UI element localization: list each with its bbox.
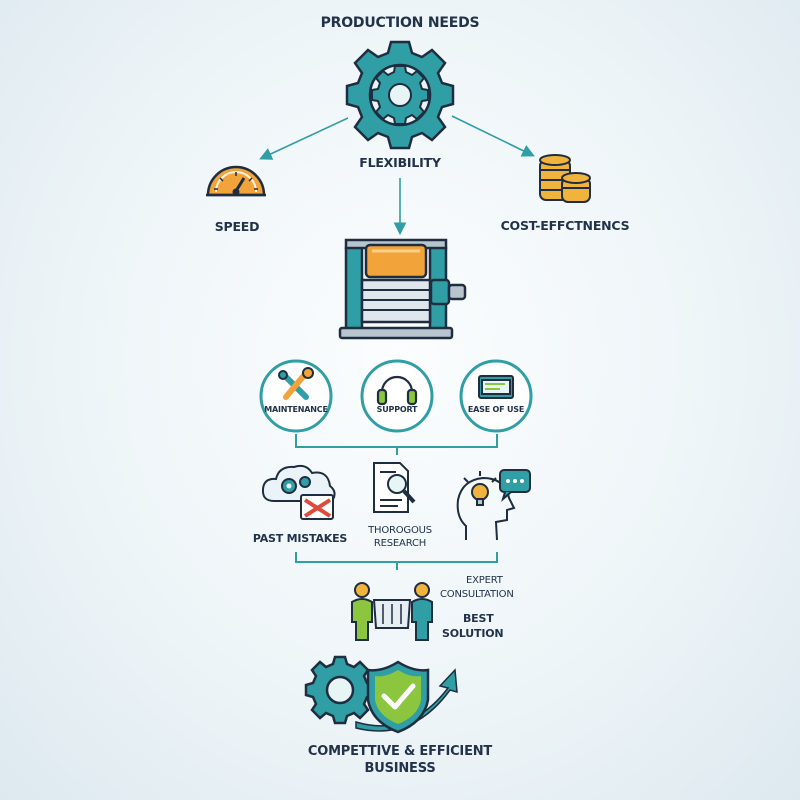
page-title: PRODUCTION NEEDS bbox=[320, 15, 480, 31]
speedometer-icon bbox=[206, 165, 266, 197]
idea-head-icon bbox=[456, 469, 531, 541]
cloud-gears-icon bbox=[261, 464, 336, 502]
maintenance-label: MAINTENANCE bbox=[264, 405, 328, 414]
support-label: SUPPORT bbox=[376, 405, 418, 414]
research-label-line1: THOROGOUS bbox=[368, 525, 432, 536]
bracket-process bbox=[295, 552, 498, 570]
research-document-icon bbox=[373, 462, 416, 513]
screen-icon bbox=[478, 375, 514, 399]
machine-icon bbox=[338, 238, 467, 340]
expert-consultation-line1: EXPERT bbox=[466, 575, 503, 586]
handshake-people-icon bbox=[351, 582, 433, 641]
arrow-to-speed bbox=[259, 117, 349, 160]
past-mistakes-label: PAST MISTAKES bbox=[252, 532, 348, 545]
speed-label: SPEED bbox=[214, 219, 260, 234]
best-solution-line1: BEST bbox=[463, 612, 494, 625]
cost-effectiveness-label: COST-EFFCTNENCS bbox=[500, 218, 630, 233]
result-line2: BUSINESS bbox=[364, 761, 436, 776]
ease-of-use-label: EASE OF USE bbox=[467, 405, 525, 414]
expert-consultation-line2: CONSULTATION bbox=[440, 589, 514, 600]
bracket-factors bbox=[295, 434, 498, 455]
flexibility-label: FLEXIBILITY bbox=[359, 155, 441, 170]
headset-icon bbox=[376, 375, 418, 406]
coins-icon bbox=[539, 154, 591, 203]
ease-of-use-circle bbox=[459, 359, 533, 433]
tools-icon bbox=[278, 367, 314, 400]
support-circle bbox=[360, 359, 434, 433]
document-x-icon bbox=[300, 494, 334, 520]
gear-icon bbox=[345, 40, 455, 150]
bottom-gear-icon bbox=[304, 655, 376, 725]
arrow-to-cost bbox=[451, 115, 535, 157]
maintenance-circle bbox=[259, 359, 333, 433]
best-solution-line2: SOLUTION bbox=[442, 627, 504, 640]
shield-check-icon bbox=[366, 660, 430, 734]
result-line1: COMPETTIVE & EFFICIENT bbox=[307, 744, 493, 759]
research-label-line2: RESEARCH bbox=[373, 538, 427, 549]
